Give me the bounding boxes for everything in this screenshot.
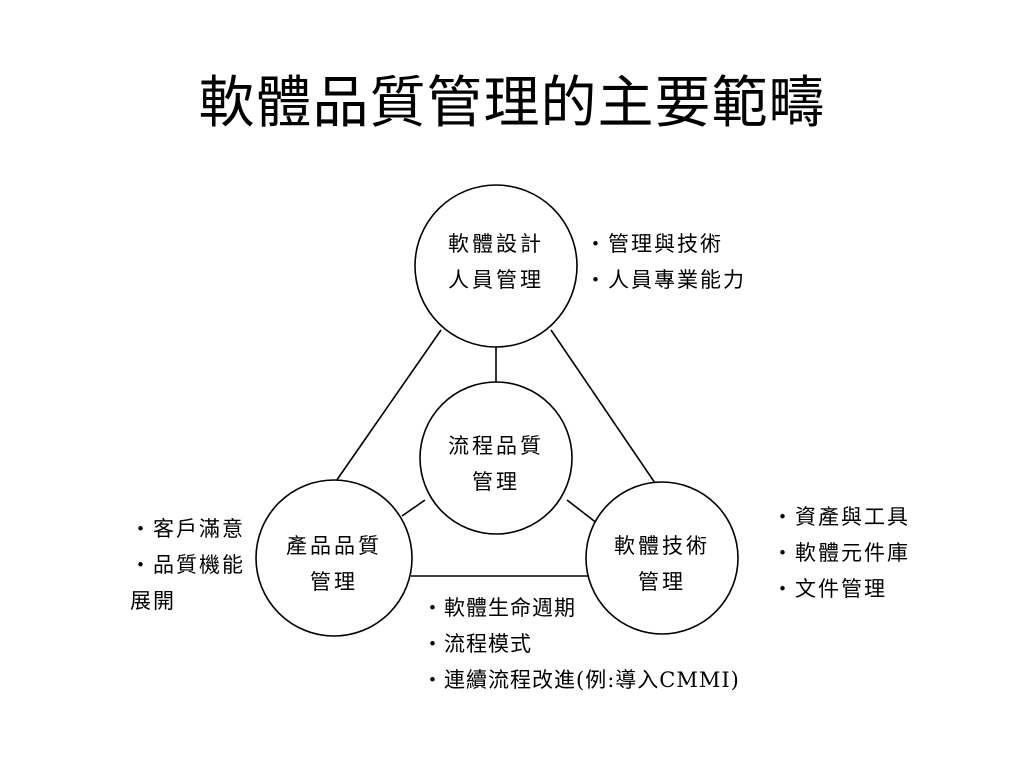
node-product-label: 產品品質 管理 bbox=[286, 534, 382, 594]
node-tech-circle bbox=[585, 481, 739, 635]
node-process-label: 流程品質 管理 bbox=[448, 434, 544, 494]
note-product-item: ‧品質機能 bbox=[130, 553, 245, 577]
connector-process-product bbox=[401, 499, 426, 517]
node-process-circle bbox=[419, 381, 573, 535]
note-tech: ‧資產與工具 ‧軟體元件庫 ‧文件管理 bbox=[772, 499, 910, 607]
node-design-circle bbox=[414, 184, 578, 348]
note-process: ‧軟體生命週期 ‧流程模式 ‧連續流程改進(例:導入CMMI) bbox=[422, 590, 740, 698]
note-design-item: ‧人員專業能力 bbox=[585, 268, 746, 292]
node-tech-label: 軟體技術 管理 bbox=[614, 534, 710, 594]
node-design-label: 軟體設計 人員管理 bbox=[448, 232, 544, 292]
note-tech-item: ‧資產與工具 bbox=[772, 505, 910, 529]
note-process-item: ‧流程模式 bbox=[422, 632, 532, 656]
connector-process-tech bbox=[566, 499, 599, 525]
note-process-item: ‧連續流程改進(例:導入CMMI) bbox=[422, 668, 740, 692]
note-design-item: ‧管理與技術 bbox=[585, 232, 723, 256]
note-product: ‧客戶滿意 ‧品質機能 展開 bbox=[130, 511, 256, 619]
node-product-circle bbox=[255, 479, 413, 637]
connector-design-tech bbox=[550, 329, 656, 484]
note-design: ‧管理與技術 ‧人員專業能力 bbox=[585, 226, 746, 298]
note-process-item: ‧軟體生命週期 bbox=[422, 596, 576, 620]
note-tech-item: ‧軟體元件庫 bbox=[772, 541, 910, 565]
note-product-item: ‧客戶滿意 bbox=[130, 517, 245, 541]
page-title: 軟體品質管理的主要範疇 bbox=[198, 71, 826, 136]
note-product-item: 展開 bbox=[130, 589, 176, 613]
note-tech-item: ‧文件管理 bbox=[772, 577, 887, 601]
connector-design-product bbox=[324, 329, 442, 498]
